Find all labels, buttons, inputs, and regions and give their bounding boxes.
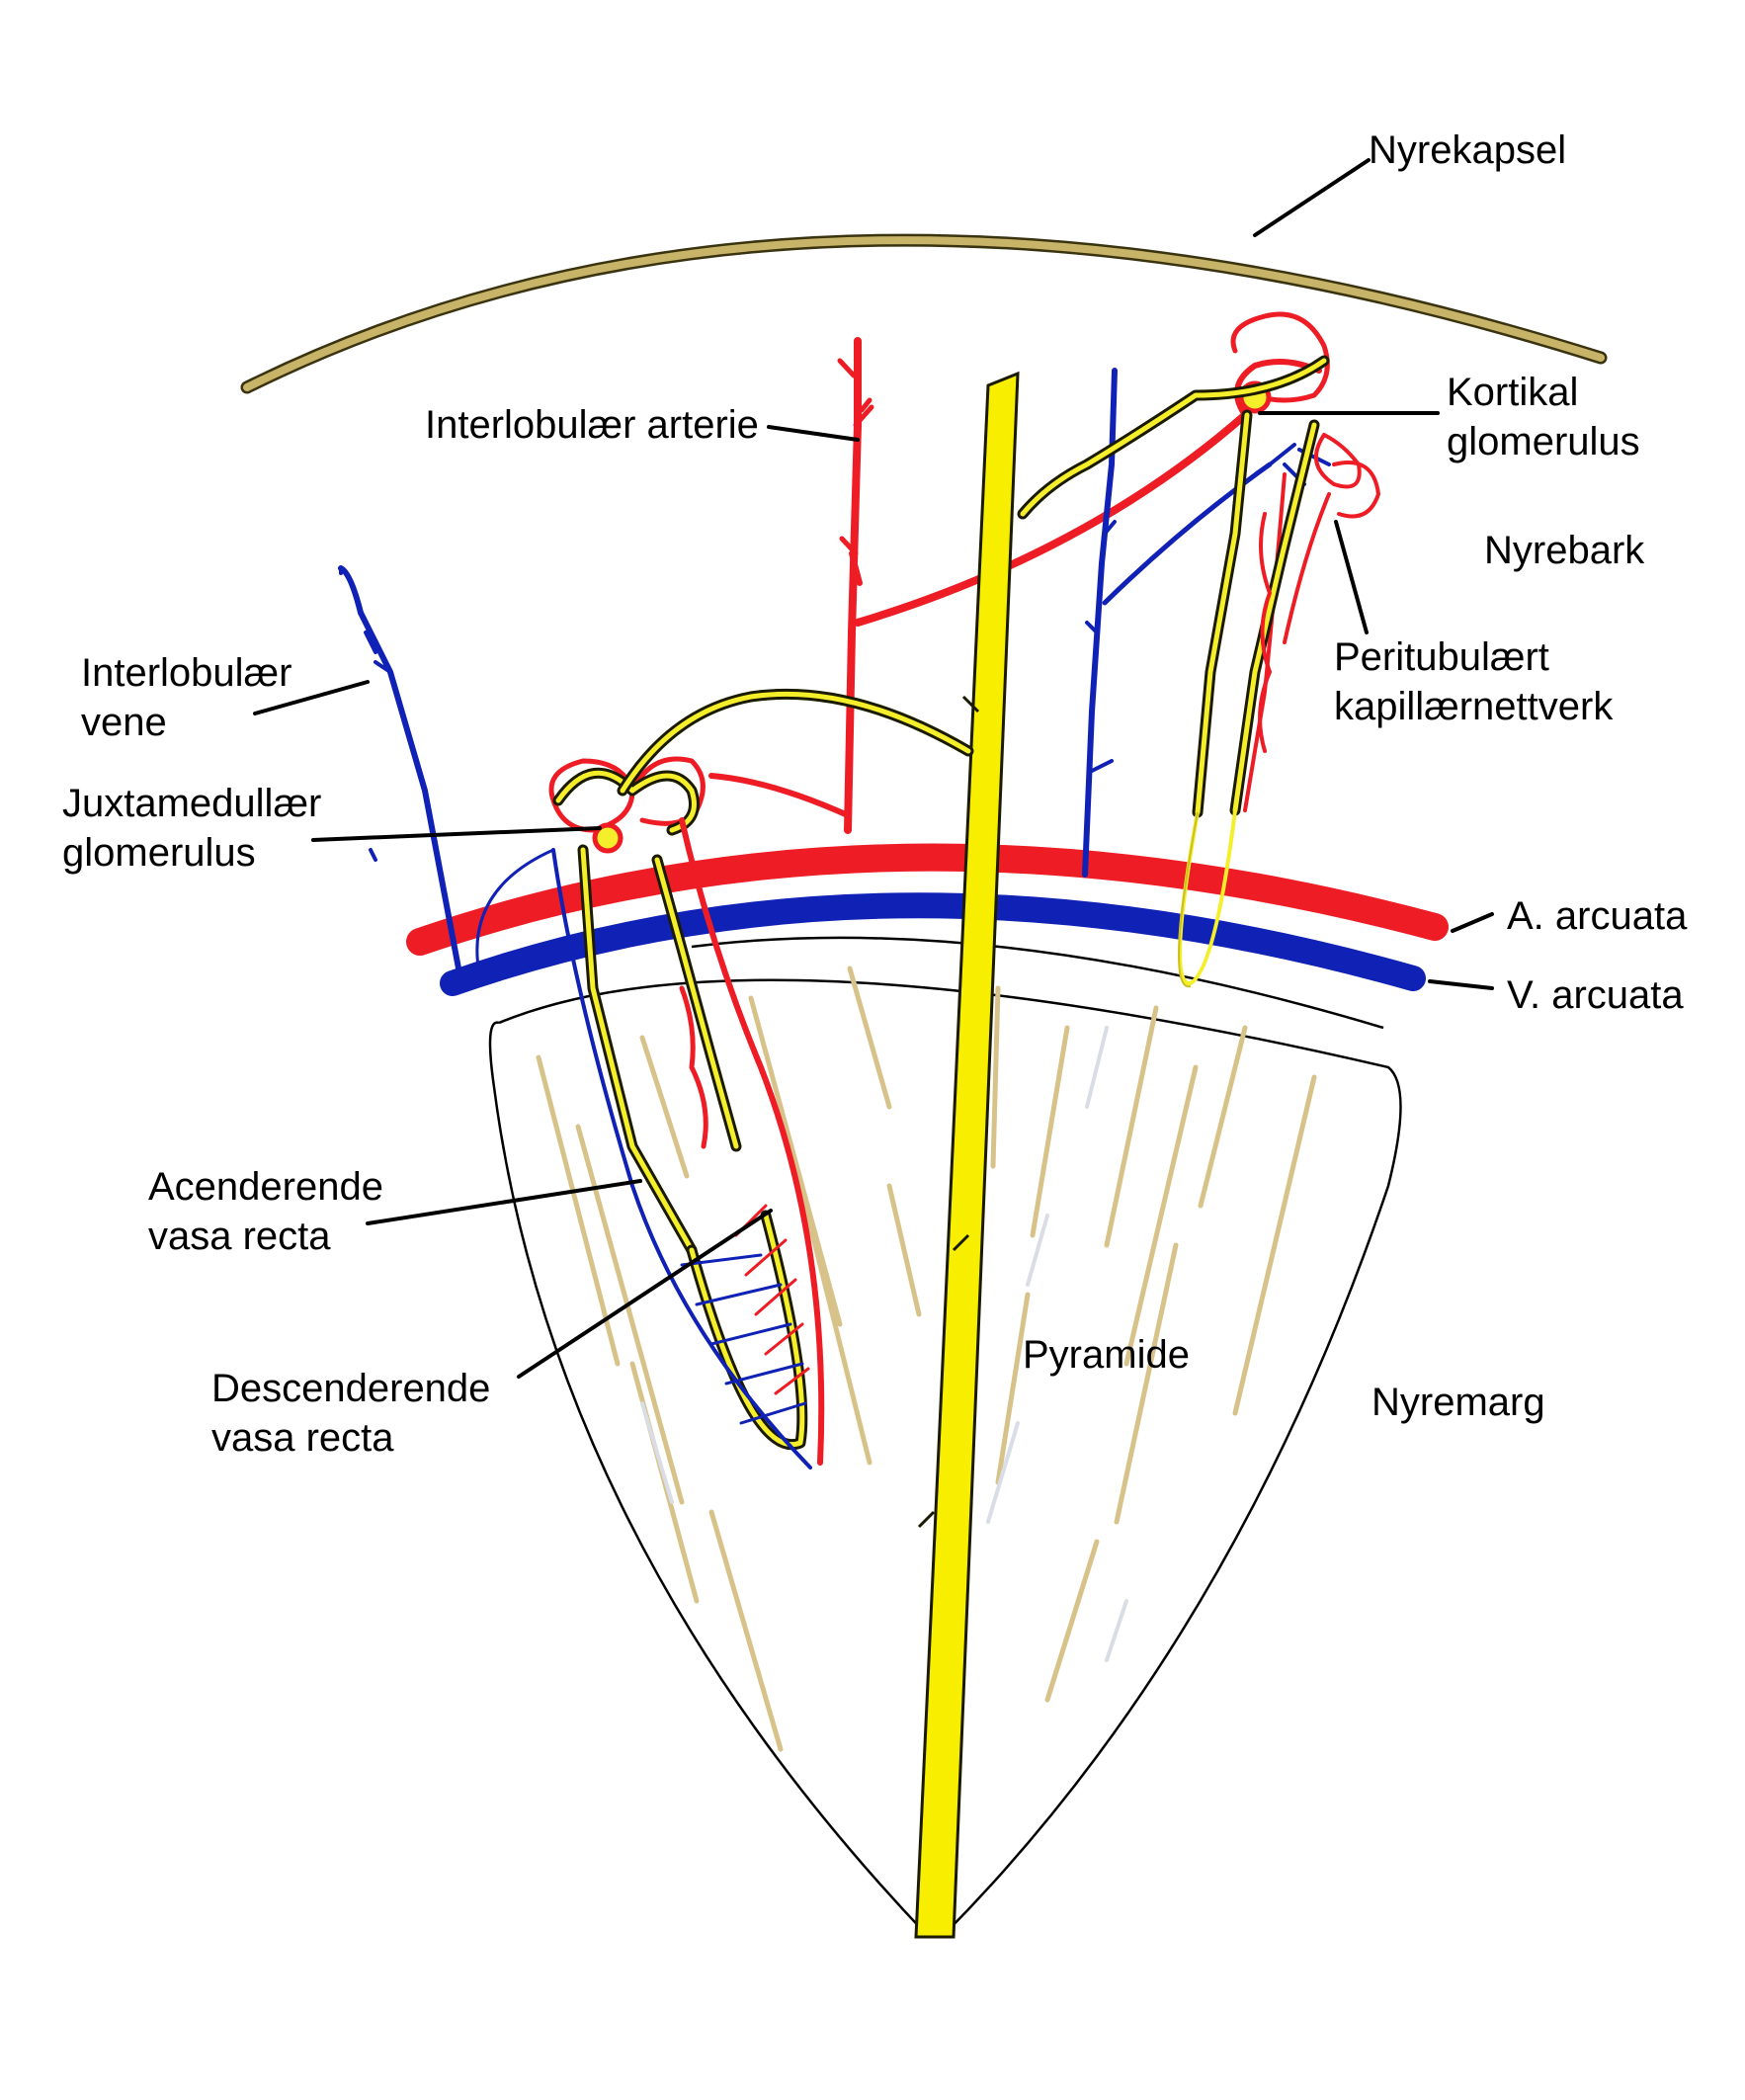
labels: Nyrekapsel Interlobulær arterie Kortikal…	[62, 128, 1688, 1460]
label-descenderende-line1: Descenderende	[211, 1367, 490, 1410]
leader-a-arcuata	[1451, 912, 1494, 933]
juxtamedullary-nephron	[475, 688, 974, 1470]
label-pyramide: Pyramide	[1023, 1333, 1190, 1377]
leader-peritubulaert	[1334, 520, 1369, 634]
label-interlobular-vene-line1: Interlobulær	[81, 651, 291, 695]
arcuate-artery	[406, 843, 1449, 956]
leader-nyrekapsel	[1253, 158, 1371, 237]
label-interlobular-arterie: Interlobulær arterie	[425, 403, 759, 447]
leader-v-arcuata	[1428, 979, 1494, 990]
interlobular-vein-left	[338, 565, 462, 976]
leader-juxtamedullaer	[311, 826, 602, 842]
leader-acenderende	[366, 1179, 642, 1225]
label-interlobular-vene-line2: vene	[81, 701, 167, 744]
label-kortikal-line2: glomerulus	[1447, 420, 1640, 463]
collecting-duct	[914, 371, 1020, 1939]
interlobular-artery	[708, 337, 1249, 834]
leader-descenderende	[517, 1209, 773, 1379]
pyramid-striations	[536, 966, 1317, 1752]
leader-interlobular-arterie	[767, 425, 860, 442]
label-juxtamedullaer-line1: Juxtamedullær	[62, 782, 321, 825]
label-acenderende-line2: vasa recta	[148, 1215, 331, 1258]
leader-interlobular-vene	[253, 680, 370, 715]
label-acenderende-line1: Acenderende	[148, 1165, 383, 1209]
label-peritubulaert-line2: kapillærnettverk	[1334, 685, 1614, 728]
label-v-arcuata: V. arcuata	[1507, 973, 1684, 1017]
renal-pyramid	[488, 936, 1402, 1936]
label-nyremarg: Nyremarg	[1371, 1381, 1545, 1424]
label-juxtamedullaer-line2: glomerulus	[62, 831, 256, 875]
label-descenderende-line2: vasa recta	[211, 1416, 394, 1460]
arcuate-vein	[440, 892, 1426, 996]
label-nyrekapsel: Nyrekapsel	[1369, 128, 1566, 172]
label-peritubulaert-line1: Peritubulært	[1334, 635, 1549, 679]
cortical-nephron	[1017, 311, 1380, 988]
label-a-arcuata: A. arcuata	[1507, 894, 1688, 938]
renal-capsule	[240, 233, 1608, 394]
label-nyrebark: Nyrebark	[1484, 529, 1645, 572]
label-kortikal-line1: Kortikal	[1447, 371, 1578, 414]
leader-lines	[253, 158, 1494, 1379]
